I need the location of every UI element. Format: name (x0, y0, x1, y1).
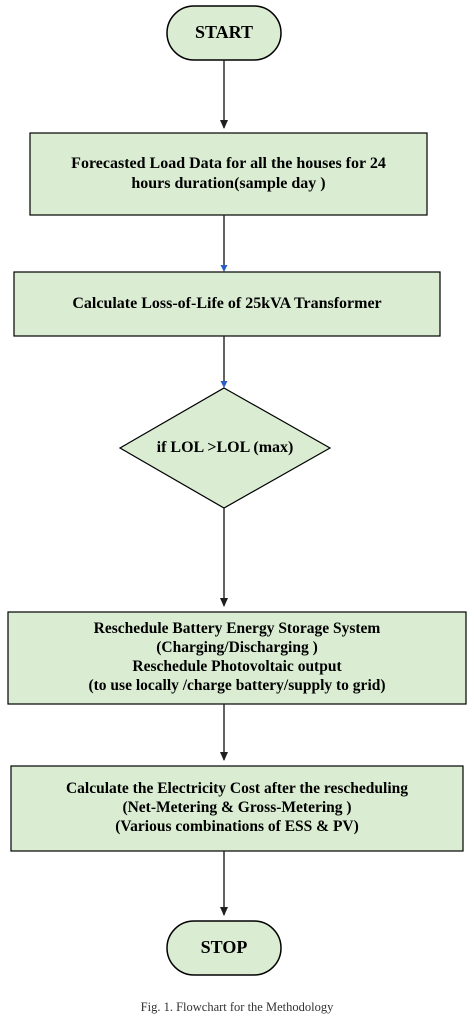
arrow-forecast-to-calc-lol-head (220, 265, 228, 272)
forecast-label-line-2: hours duration(sample day ) (131, 175, 326, 192)
decision-label: if LOL >LOL (max) (156, 439, 294, 457)
stop-label: STOP (200, 937, 248, 958)
start-label-box: START (167, 6, 281, 60)
forecast-label-line-1: Forecasted Load Data for all the houses … (71, 155, 386, 173)
calc-lol-label: Calculate Loss-of-Life of 25kVA Transfor… (72, 295, 382, 313)
calc-lol-process-box (13, 271, 441, 337)
forecast-label-box: Forecasted Load Data for all the houses … (30, 133, 427, 215)
reschedule-label-line-1: Reschedule Battery Energy Storage System (93, 620, 381, 638)
reschedule-label-line-2: (Charging/Discharging ) (156, 639, 318, 657)
cost-label-box: Calculate the Electricity Cost after the… (11, 766, 463, 851)
calc-lol-label-box: Calculate Loss-of-Life of 25kVA Transfor… (14, 272, 440, 336)
forecast-process-box (29, 132, 428, 216)
cost-label-line-1: Calculate the Electricity Cost after the… (65, 780, 409, 798)
reschedule-process-box (7, 611, 467, 705)
reschedule-label-line-3: Reschedule Photovoltaic output (132, 658, 342, 675)
decision-label-box: if LOL >LOL (max) (120, 388, 330, 508)
stop-terminator (166, 920, 282, 976)
cost-label-line-2: (Net-Metering & Gross-Metering ) (122, 799, 352, 817)
arrow-calc-lol-to-decision-head (220, 381, 228, 388)
stop-label-box: STOP (167, 921, 281, 975)
reschedule-label-line-4: (to use locally /charge battery/supply t… (88, 676, 386, 694)
cost-label-line-3: (Various combinations of ESS & PV) (115, 817, 359, 835)
reschedule-label-box: Reschedule Battery Energy Storage System… (8, 612, 466, 704)
figure-caption: Fig. 1. Flowchart for the Methodology (140, 1000, 334, 1014)
start-label: START (194, 22, 254, 43)
cost-process-box (10, 765, 464, 852)
